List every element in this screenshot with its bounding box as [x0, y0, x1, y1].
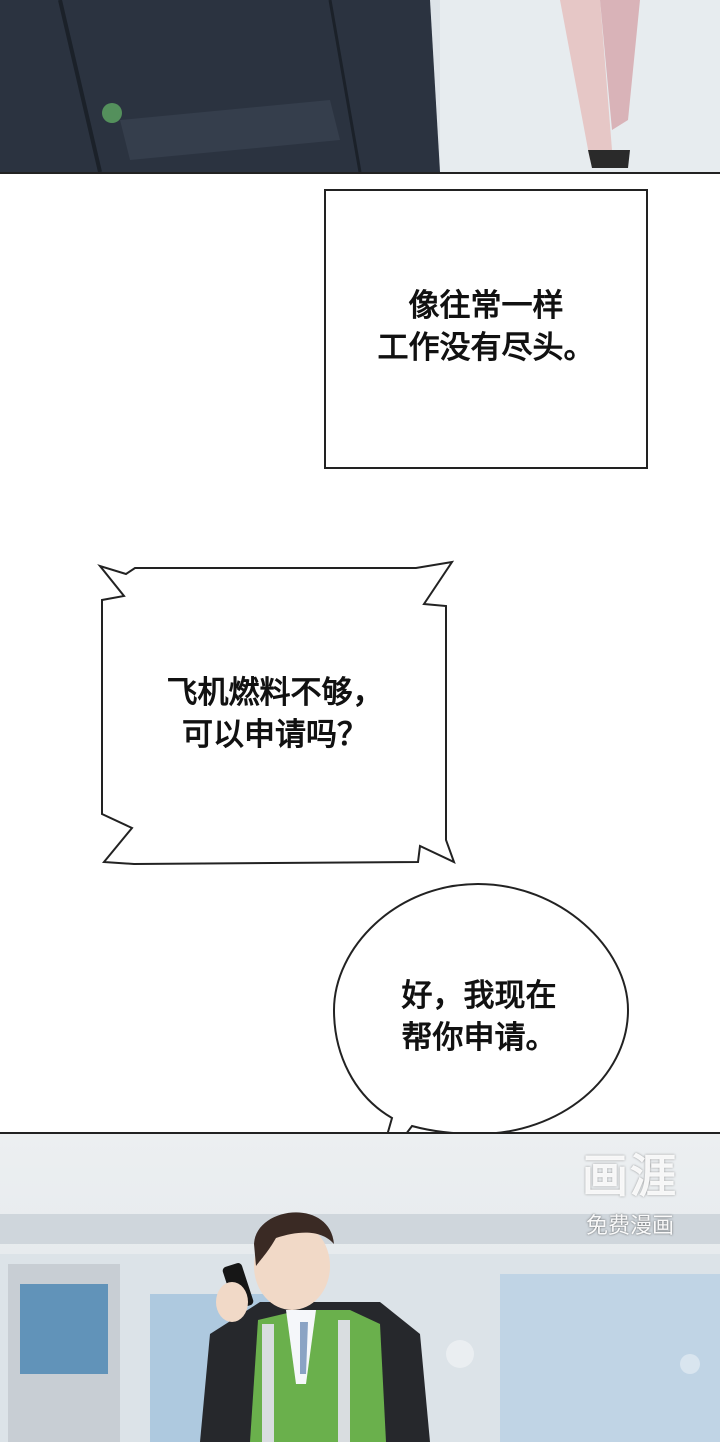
watermark: 画涯 免费漫画 — [560, 1140, 700, 1240]
worker-on-phone-artwork — [0, 1134, 720, 1442]
reply-bubble-text: 好，我现在 帮你申请。 — [401, 978, 557, 1056]
phone-bubble-text: 飞机燃料不够， 可以申请吗？ — [166, 675, 384, 753]
phone-speech-bubble — [97, 560, 456, 866]
watermark-subtitle: 免费漫画 — [585, 1214, 674, 1239]
watermark-logo: 画涯 — [582, 1149, 678, 1203]
narration-caption-box: 像往常一样 工作没有尽头。 — [324, 189, 648, 469]
bottom-illustration-panel — [0, 1132, 720, 1442]
suit-and-legs-artwork — [0, 0, 720, 172]
caption-text: 像往常一样 工作没有尽头。 — [377, 288, 595, 366]
top-illustration-panel — [0, 0, 720, 174]
